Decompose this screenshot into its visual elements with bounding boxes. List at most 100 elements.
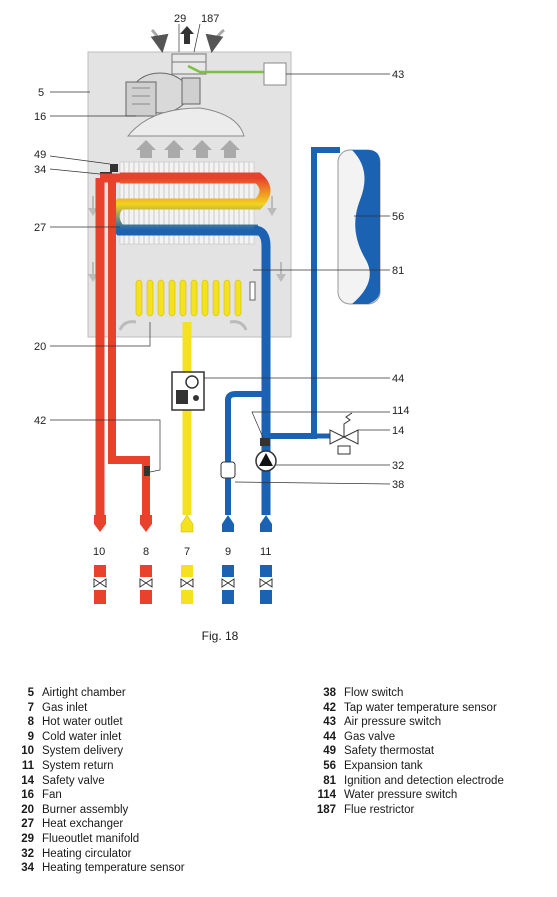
system-return-pipe [253,225,271,515]
legend-number: 29 [21,832,34,845]
legend-item: 43 Air pressure switch [306,715,504,730]
callout-27: 27 [34,222,46,234]
legend-item: 38 Flow switch [306,686,504,701]
callout-38: 38 [392,479,404,491]
callout-14: 14 [392,425,404,437]
cold-water-inlet-pipe [225,391,266,515]
legend-text: Hot water outlet [42,716,123,729]
callout-5: 5 [38,87,44,99]
air-pressure-switch [263,62,287,86]
legend-number: 10 [21,745,34,758]
flue-gas-arrows [136,140,240,158]
legend-text: Airtight chamber [42,687,126,699]
gas-valve [171,371,205,411]
fan [125,72,201,117]
figure-caption: Fig. 18 [201,629,239,643]
callout-43: 43 [392,69,404,81]
legend-number: 8 [27,716,34,729]
legend-number: 34 [21,862,34,875]
legend-item: 114 Water pressure switch [306,788,504,803]
flow-switch [220,461,236,479]
callout-114: 114 [392,405,410,417]
legend-item: 5 Airtight chamber [4,686,185,701]
legend-number: 9 [27,730,34,743]
legend-number: 38 [323,687,336,699]
legend-text: Flow switch [344,687,404,699]
connection-label-8: 8 [143,546,149,558]
legend-number: 44 [323,730,336,743]
legend-left: 5 Airtight chamber 7 Gas inlet 8 Hot water ou… [4,686,185,876]
legend-number: 42 [323,701,336,714]
legend-item: 34 Heating temperature sensor [4,861,185,876]
heat-exchanger [108,161,271,245]
legend-text: System return [42,759,114,772]
air-intake-arrow-right [205,28,225,53]
legend-number: 81 [323,774,336,787]
legend-number: 20 [21,803,34,816]
legend-text: Cold water inlet [42,730,122,743]
legend-text: Flueoutlet manifold [42,832,140,845]
callout-labels: 29 187 5 43 16 49 34 56 27 81 20 44 114 … [34,13,410,558]
legend-item: 56 Expansion tank [306,759,504,774]
boiler-diagram: 29 187 5 43 16 49 34 56 27 81 20 44 114 … [34,13,410,604]
callout-44: 44 [392,373,404,385]
legend-text: Safety valve [42,774,105,787]
legend-number: 11 [21,759,34,772]
hot-water-outlet-pipe [108,178,150,515]
air-pressure-line [187,64,266,74]
flue-outlet-manifold [171,26,207,75]
legend-text: Safety thermostat [344,745,435,758]
legend-item: 14 Safety valve [4,774,185,789]
burner-assembly [135,279,242,317]
legend-number: 32 [21,847,34,860]
legend-text: Air pressure switch [344,716,442,729]
legend-number: 7 [27,701,34,714]
tap-water-temperature-sensor [144,466,150,476]
callout-leaders [49,23,391,485]
connection-label-9: 9 [225,546,231,558]
safety-thermostat [110,164,118,172]
callout-34: 34 [34,164,46,176]
legend-number: 14 [21,774,34,787]
callout-56: 56 [392,211,404,223]
legend-item: 44 Gas valve [306,730,504,745]
callout-32: 32 [392,460,404,472]
legend-text: Ignition and detection electrode [344,774,504,787]
legend-text: Expansion tank [344,759,423,772]
legend-number: 49 [323,745,336,758]
legend-text: Fan [42,789,62,802]
safety-valve [329,412,359,455]
legend-text: System delivery [42,745,124,758]
legend-item: 29 Flueoutlet manifold [4,832,185,847]
legend-item: 10 System delivery [4,744,185,759]
legend-text: Heat exchanger [42,818,124,831]
callout-20: 20 [34,341,46,353]
expansion-tank [337,149,381,305]
legend-text: Gas inlet [42,701,88,714]
water-pressure-switch [260,438,270,446]
connection-valves [93,565,273,604]
legend-text: Heating circulator [42,847,132,860]
legend-text: Gas valve [344,730,396,743]
air-intake-arrow-left [150,28,169,53]
legend-item: 8 Hot water outlet [4,715,185,730]
callout-42: 42 [34,415,46,427]
legend-text: Heating temperature sensor [42,862,185,875]
legend-number: 114 [317,789,336,802]
combustion-hood [126,107,245,137]
connection-label-10: 10 [93,546,105,558]
callout-16: 16 [34,111,46,123]
legend-item: 11 System return [4,759,185,774]
legend-text: Water pressure switch [344,789,458,802]
legend-number: 56 [323,759,336,772]
callout-187: 187 [201,13,219,25]
legend-number: 43 [323,716,336,729]
legend-item: 32 Heating circulator [4,847,185,862]
legend-number: 5 [27,687,34,699]
